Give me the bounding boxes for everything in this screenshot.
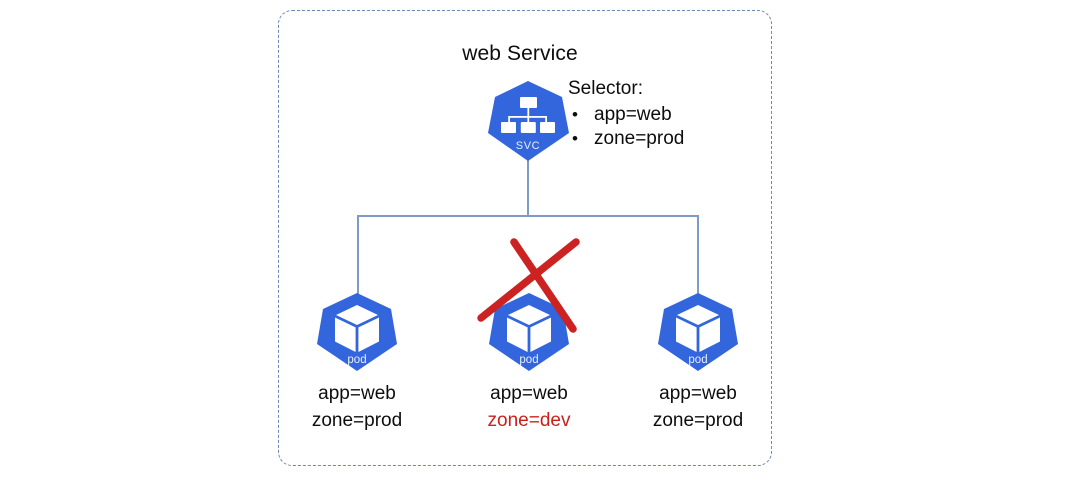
pod-icon-label: pod: [347, 354, 366, 366]
tree-branch-right: [545, 116, 547, 122]
pod-label-line1: app=web: [490, 383, 568, 404]
selector-block: Selector: • app=web • zone=prod: [568, 78, 753, 151]
pod-icon-label: pod: [688, 354, 707, 366]
kubernetes-pod-icon[interactable]: pod: [316, 292, 398, 372]
pod-icon-label: pod: [519, 354, 538, 366]
page-title: web Service: [462, 42, 578, 65]
kubernetes-pod-icon[interactable]: pod: [488, 292, 570, 372]
tree-root-node: [520, 97, 537, 108]
tree-leaf-middle: [520, 122, 536, 133]
pod-label-line2: zone=prod: [311, 409, 403, 431]
selector-item-zone: • zone=prod: [568, 127, 753, 151]
connector-horizontal-bus: [357, 215, 699, 217]
connector-trunk-vertical: [527, 159, 529, 216]
selector-item-label: zone=prod: [594, 128, 685, 150]
cube-glyph: [676, 305, 720, 352]
pod-label-middle: app=web zone=dev: [444, 381, 614, 435]
pod-label-line2: zone=prod: [652, 409, 744, 431]
tree-leaf-right: [540, 122, 555, 133]
pod-label-line1: app=web: [318, 383, 396, 404]
selector-heading: Selector:: [568, 78, 643, 99]
pod-label-line1: app=web: [659, 383, 737, 404]
connector-drop-left: [357, 215, 359, 301]
svc-icon-label: SVC: [516, 140, 540, 152]
tree-stem: [527, 108, 530, 117]
pod-label-line2: zone=dev: [487, 409, 571, 431]
bullet-icon: •: [572, 104, 578, 124]
bullet-icon: •: [572, 129, 578, 149]
cube-glyph: [335, 305, 379, 352]
service-boundary-frame: [278, 10, 772, 466]
kubernetes-service-icon[interactable]: SVC: [487, 80, 569, 162]
connector-drop-right: [697, 215, 699, 301]
heptagon-shape: [658, 293, 738, 371]
tree-branch-left: [508, 116, 510, 122]
selector-item-label: app=web: [594, 103, 672, 125]
tree-branch-middle: [527, 116, 530, 122]
tree-leaf-left: [501, 122, 516, 133]
pod-label-left: app=web zone=prod: [272, 381, 442, 435]
pod-label-right: app=web zone=prod: [613, 381, 783, 435]
kubernetes-pod-icon[interactable]: pod: [657, 292, 739, 372]
selector-item-app: • app=web: [568, 103, 753, 127]
heptagon-shape: [317, 293, 397, 371]
